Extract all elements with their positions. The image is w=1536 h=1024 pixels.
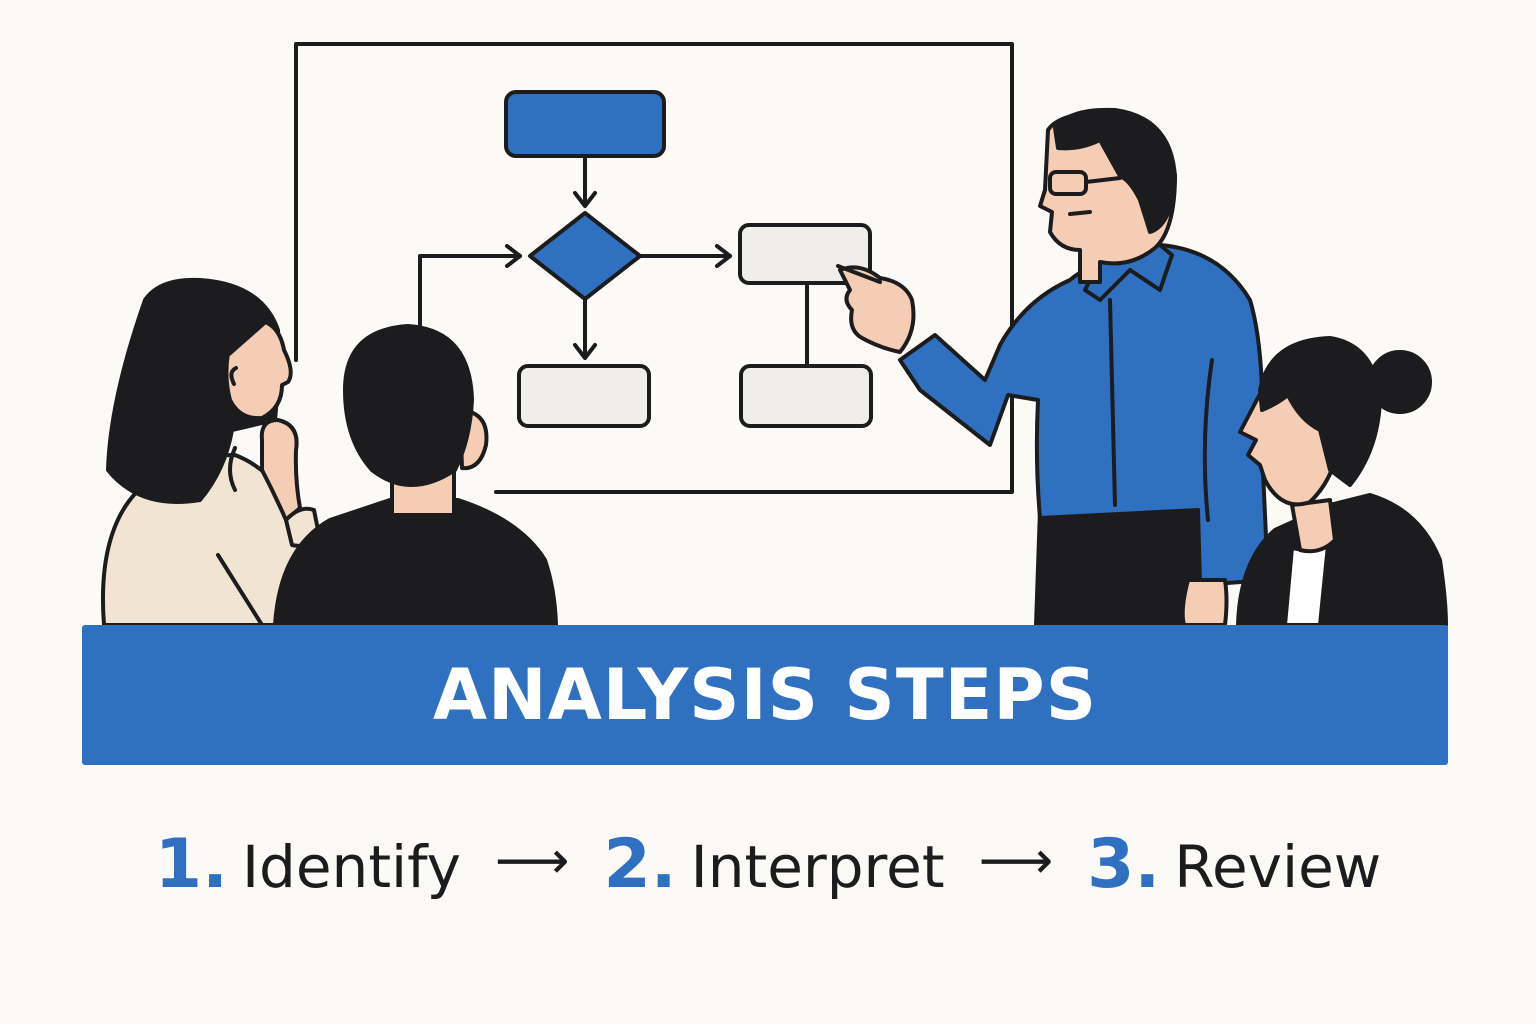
- step-review: 3. Review: [1087, 831, 1381, 899]
- man-seated-back: [273, 324, 558, 627]
- meeting-illustration: [101, 42, 1448, 627]
- flowchart-bottom-left-box: [517, 364, 651, 428]
- step-interpret: 2. Interpret: [603, 831, 944, 899]
- flowchart-bottom-right-box: [739, 364, 873, 428]
- step-number: 1.: [154, 825, 228, 904]
- title-banner: ANALYSIS STEPS: [82, 625, 1448, 765]
- step-number: 2.: [603, 825, 677, 904]
- banner-title: ANALYSIS STEPS: [432, 654, 1098, 736]
- step-label: Interpret: [690, 833, 945, 901]
- arrow-right-icon: ⟶: [494, 831, 570, 891]
- steps-row: 1. Identify ⟶ 2. Interpret ⟶ 3. Review: [0, 815, 1536, 915]
- woman-thinking: [101, 277, 322, 627]
- woman-bun: [1236, 336, 1448, 627]
- step-number: 3.: [1087, 825, 1161, 904]
- step-label: Identify: [241, 833, 461, 901]
- arrow-right-icon: ⟶: [978, 831, 1054, 891]
- step-label: Review: [1174, 833, 1382, 901]
- flowchart: [418, 90, 873, 428]
- whiteboard: [294, 42, 1014, 494]
- flowchart-decision-diamond: [528, 211, 642, 301]
- step-identify: 1. Identify: [155, 831, 461, 899]
- presenter-pointing: [836, 107, 1270, 627]
- flowchart-start-box: [504, 90, 666, 158]
